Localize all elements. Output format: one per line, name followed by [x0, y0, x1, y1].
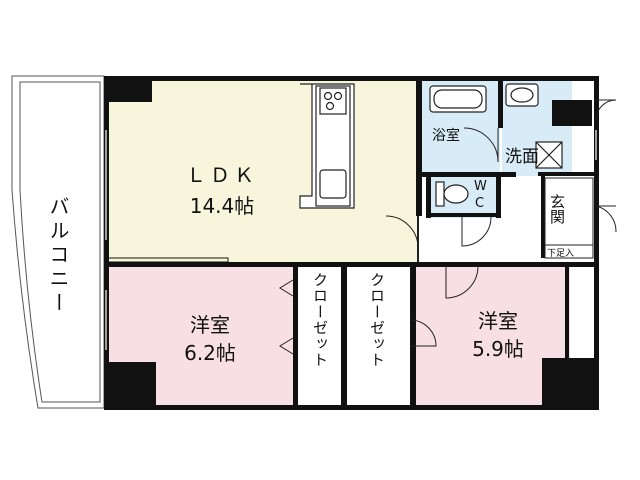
closet-right-door — [409, 319, 437, 347]
bedroom-west-size: 6.2帖 — [184, 341, 236, 365]
stove-burner-icon — [323, 91, 333, 101]
front-door — [595, 99, 617, 121]
bath-label: 浴室 — [432, 127, 460, 144]
wc-label-bottom: C — [475, 196, 484, 211]
stove-burner-icon — [333, 91, 343, 101]
bath-door — [463, 127, 499, 163]
closet-right-floor — [346, 266, 412, 406]
shoe-storage-label: 下足入 — [547, 248, 574, 259]
stove-burner-icon — [325, 101, 335, 111]
wc-door — [461, 216, 492, 247]
ldk-size: 14.4帖 — [190, 194, 255, 218]
kitchen-counter — [299, 83, 355, 209]
toilet-icon — [435, 181, 469, 207]
bedroom-west-name: 洋室 — [190, 313, 230, 337]
entrance-door — [595, 205, 617, 233]
washroom-label: 洗面 — [505, 147, 539, 167]
ldk-name: ＬＤＫ — [186, 163, 258, 187]
bathtub-icon — [429, 85, 487, 113]
sink-icon — [319, 169, 347, 199]
washer-icon — [535, 141, 563, 169]
washbasin-icon — [505, 83, 539, 107]
windows — [105, 130, 597, 350]
ldk-floor — [106, 78, 418, 264]
window-sashes — [107, 257, 229, 263]
closet-left-folding-door — [279, 279, 294, 355]
balcony — [11, 75, 105, 409]
closet-left-floor — [296, 266, 342, 406]
bedroom-east-name: 洋室 — [478, 309, 518, 333]
wc-label-top: W — [474, 179, 487, 194]
entrance-label: 玄関 — [548, 194, 566, 225]
closet-right-label: クローゼット — [368, 272, 386, 368]
bedroom-east-door — [445, 265, 479, 299]
closet-left-label: クローゼット — [311, 272, 329, 368]
balcony-label: バルコニー — [46, 196, 70, 316]
bedroom-east-size: 5.9帖 — [472, 337, 524, 361]
walls — [104, 76, 599, 410]
